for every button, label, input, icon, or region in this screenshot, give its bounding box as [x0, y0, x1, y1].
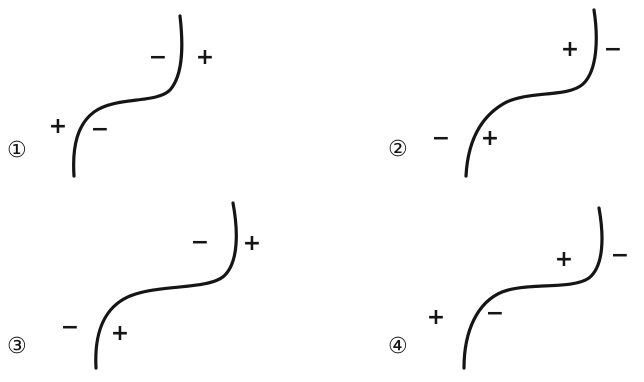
panel-1-curve [72, 14, 184, 178]
panel-1-bottom-left-sign: + [49, 114, 67, 139]
panel-2-label: ② [388, 137, 408, 162]
panel-4-top-left-sign: + [555, 247, 573, 272]
panel-4: ④ + − + − [388, 206, 629, 370]
panel-3-bottom-right-sign: + [111, 321, 129, 346]
panel-1-top-right-sign: + [196, 45, 214, 70]
panel-1-top-left-sign: − [149, 45, 167, 70]
panel-2-bottom-left-sign: − [432, 126, 450, 151]
panel-2: ② + − − + [388, 8, 622, 178]
panel-2-top-right-sign: − [604, 37, 622, 62]
panel-2-curve [464, 8, 598, 178]
panel-4-bottom-left-sign: + [427, 305, 445, 330]
panel-3: ③ − + − + [7, 201, 261, 370]
panel-3-top-right-sign: + [243, 231, 261, 256]
panel-3-top-left-sign: − [191, 230, 209, 255]
panel-4-curve [462, 206, 604, 370]
panel-3-label: ③ [7, 334, 27, 359]
panel-3-bottom-left-sign: − [61, 315, 79, 340]
panel-4-label: ④ [388, 334, 408, 359]
panel-3-curve [94, 201, 238, 370]
panel-1: ① − + + − [7, 14, 214, 178]
panel-1-label: ① [7, 138, 27, 163]
panel-2-bottom-right-sign: + [481, 126, 499, 151]
panel-1-bottom-right-sign: − [91, 117, 109, 142]
panel-2-top-left-sign: + [561, 37, 579, 62]
panel-4-top-right-sign: − [611, 243, 629, 268]
panel-4-bottom-right-sign: − [486, 301, 504, 326]
